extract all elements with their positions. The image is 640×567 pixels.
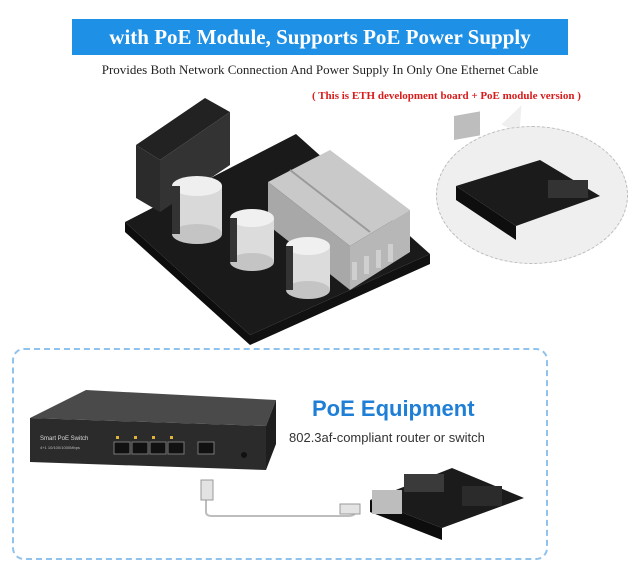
capacitor-right (286, 237, 330, 299)
eth-poe-board (370, 468, 524, 540)
power-jack-icon (241, 452, 247, 458)
capacitor-middle (230, 209, 274, 271)
eth-board-callout (454, 111, 600, 240)
cable-plug-switch (200, 479, 214, 501)
switch-sublabel: 4+1 10/100/1000Mbps (40, 445, 80, 450)
banner-title: with PoE Module, Supports PoE Power Supp… (72, 19, 568, 55)
rj45-jack (268, 150, 410, 246)
poe-equipment-description: 802.3af-compliant router or switch (289, 430, 485, 445)
cable-plug-board (339, 503, 361, 515)
poe-equipment-title: PoE Equipment (312, 396, 475, 421)
switch-top (30, 390, 276, 426)
rj45-pins (352, 244, 393, 280)
version-note: ( This is ETH development board + PoE mo… (312, 90, 581, 102)
switch-ports (113, 441, 215, 455)
pin-header (136, 98, 230, 160)
subtitle: Provides Both Network Connection And Pow… (101, 62, 539, 77)
switch-label: Smart PoE Switch (40, 436, 88, 442)
capacitor-left (172, 176, 222, 244)
ethernet-cable (205, 480, 357, 517)
